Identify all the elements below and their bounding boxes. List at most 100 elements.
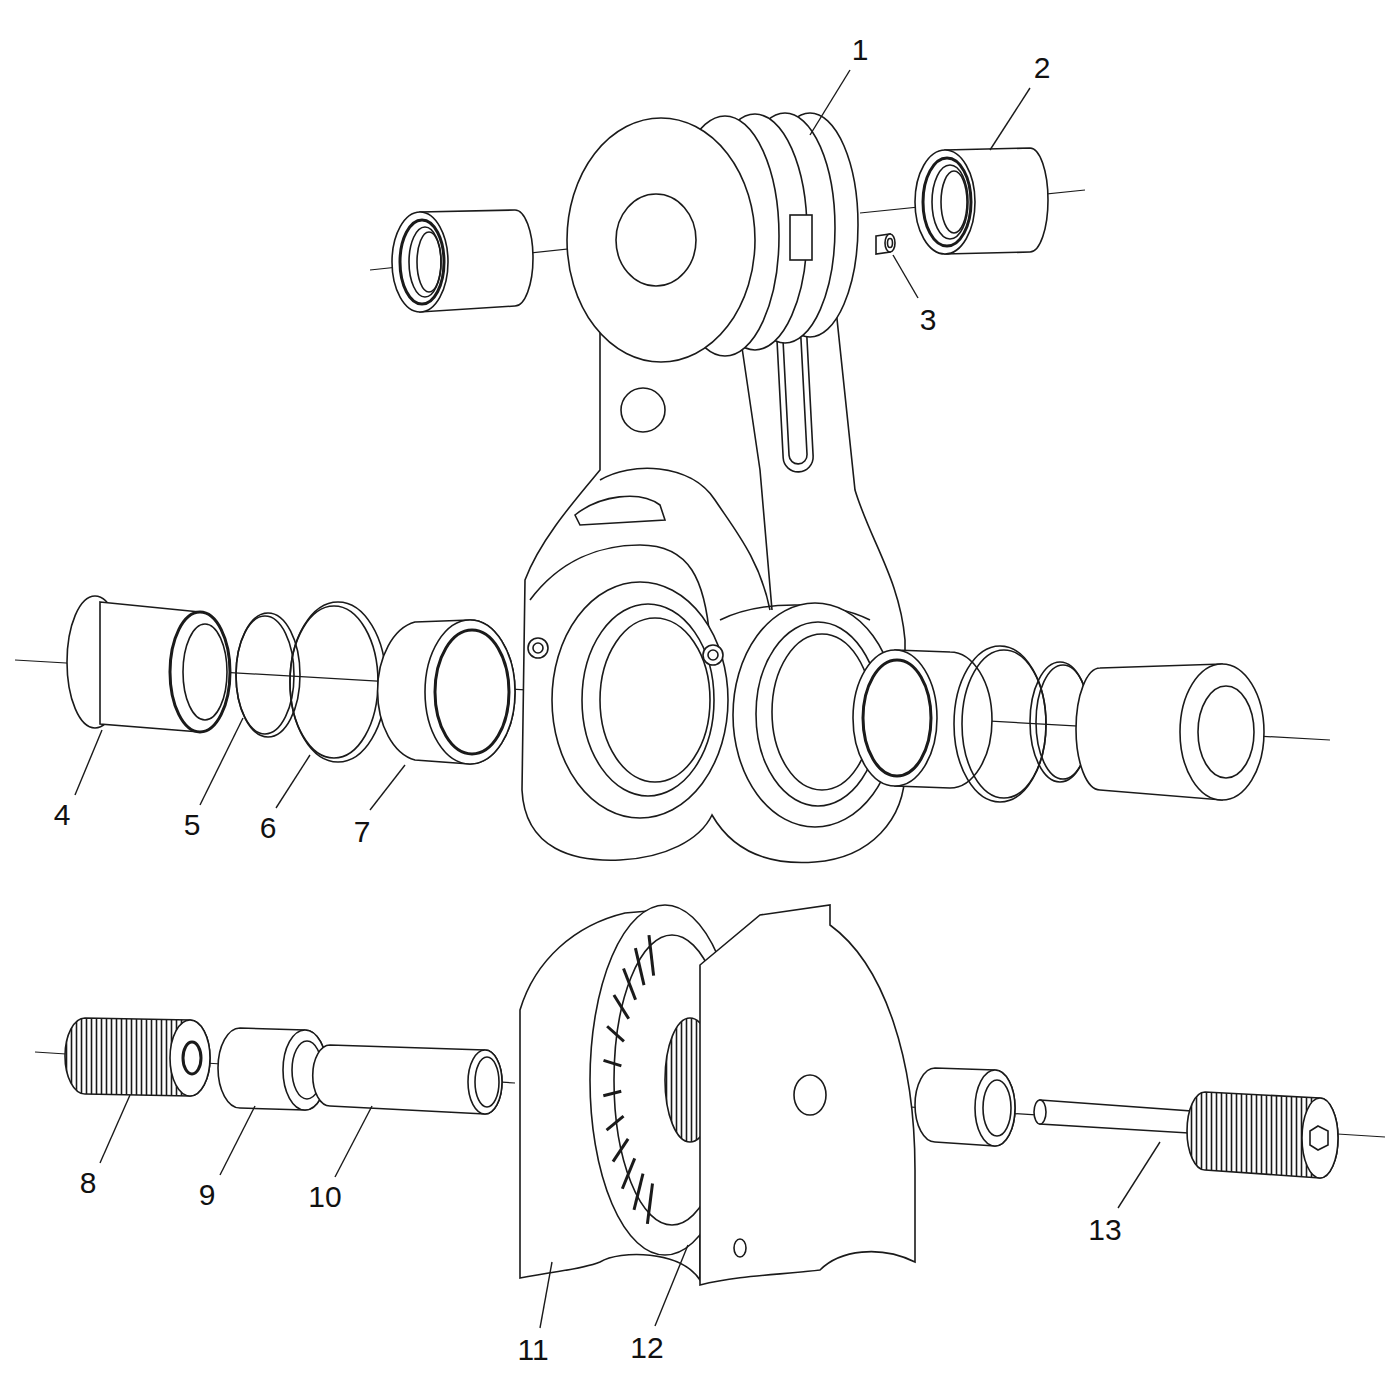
left-bearing-stack: [290, 606, 378, 758]
upper-eye: [567, 118, 755, 362]
lower-shaft-parts: [170, 1020, 210, 1096]
set-screw: [885, 234, 895, 252]
link-body: [522, 300, 905, 862]
lower-right-parts: [1302, 1098, 1338, 1178]
set-screw: [876, 234, 895, 254]
callout-number: 10: [308, 1182, 341, 1212]
left-bearing-stack: [290, 602, 386, 762]
left-bearing-stack: [100, 602, 230, 732]
leader-lines: [200, 718, 243, 805]
upper-bushings: [932, 165, 968, 239]
leader-lines: [810, 70, 850, 135]
callout-number: 13: [1088, 1215, 1121, 1245]
callout-number: 4: [54, 800, 71, 830]
right-bearing-stack: [863, 660, 931, 776]
callout-number: 1: [852, 35, 869, 65]
lower-shaft-parts: [313, 1045, 502, 1114]
lower-shaft-parts: [218, 1028, 327, 1110]
right-bearing-stack: [853, 650, 937, 786]
set-screw: [888, 239, 893, 248]
left-bearing-stack: [236, 616, 294, 734]
link-body: [783, 330, 808, 465]
callout-number: 8: [80, 1168, 97, 1198]
leader-lines: [100, 1095, 130, 1163]
right-bearing-stack: [1198, 686, 1254, 778]
leader-lines: [540, 1262, 552, 1328]
link-body: [708, 650, 718, 660]
lower-shaft-parts: [475, 1057, 499, 1107]
link-body: [522, 300, 905, 862]
upper-bushings: [941, 171, 967, 233]
leader-lines: [990, 88, 1030, 150]
leader-lines: [220, 1106, 255, 1175]
lower-right-parts: [1187, 1092, 1338, 1178]
right-bearing-stack: [962, 650, 1046, 798]
sheave-slot: [603, 1091, 621, 1095]
left-bearing-stack: [378, 620, 515, 764]
lower-right-parts: [915, 1068, 1338, 1178]
sheave-slot: [613, 1139, 628, 1162]
upper-bushings: [915, 150, 975, 254]
leader-lines: [75, 730, 102, 795]
callout-number: 12: [630, 1333, 663, 1363]
callout-number: 2: [1034, 53, 1051, 83]
upper-bushings: [392, 148, 1048, 312]
upper-bushings: [400, 220, 444, 304]
lower-right-parts: [915, 1068, 1015, 1146]
sheave-slot: [649, 935, 654, 976]
lower-shaft-parts: [468, 1050, 502, 1114]
housing-and-sheave: [794, 1075, 826, 1115]
upper-eye: [790, 215, 812, 260]
link-body: [600, 618, 710, 782]
sheave-slot: [604, 1060, 622, 1065]
left-bearing-stack: [170, 612, 230, 732]
housing-and-sheave: [603, 935, 653, 1224]
callout-number: 5: [184, 810, 201, 840]
sheave-slot: [607, 1026, 624, 1041]
lower-right-parts: [975, 1070, 1015, 1146]
leader-lines: [893, 255, 918, 298]
sheave-slot: [635, 948, 644, 985]
link-body: [575, 496, 665, 525]
lower-right-parts: [1310, 1126, 1328, 1150]
left-bearing-stack: [435, 630, 509, 754]
housing-and-sheave: [734, 1239, 746, 1257]
lower-right-parts: [1034, 1100, 1046, 1124]
sheave-slot: [624, 969, 636, 1000]
callout-number: 9: [199, 1180, 216, 1210]
left-bearing-stack: [425, 620, 515, 764]
leader-lines: [75, 70, 1160, 1328]
callout-number: 11: [517, 1335, 548, 1365]
housing-and-sheave: [520, 905, 915, 1285]
link-body: [776, 321, 814, 472]
sheave-slot: [614, 995, 629, 1019]
left-bearing-stack: [67, 596, 515, 764]
leader-lines: [276, 755, 310, 808]
housing-and-sheave: [700, 905, 915, 1285]
leader-lines: [1118, 1142, 1160, 1208]
callout-number: 7: [354, 817, 371, 847]
right-bearing-stack: [1180, 664, 1264, 800]
link-body: [582, 604, 714, 796]
callout-number: 6: [260, 813, 277, 843]
left-bearing-stack: [183, 624, 227, 720]
leader-lines: [370, 765, 405, 810]
lower-shaft-parts: [65, 1018, 210, 1096]
upper-bushings: [392, 212, 448, 312]
sheave-slot: [647, 1184, 652, 1224]
callout-number: 3: [920, 305, 937, 335]
link-body: [528, 638, 548, 658]
upper-bushings: [923, 158, 971, 246]
lower-shaft-parts: [65, 1018, 502, 1114]
right-bearing-stack: [954, 646, 1046, 802]
link-body: [533, 643, 543, 653]
lower-right-parts: [983, 1080, 1011, 1136]
sheave-slot: [607, 1116, 624, 1130]
link-body: [703, 645, 723, 665]
leader-lines: [655, 1245, 688, 1326]
right-bearing-stack: [853, 646, 1264, 802]
upper-eye: [567, 113, 858, 362]
sheave-slot: [622, 1158, 634, 1188]
